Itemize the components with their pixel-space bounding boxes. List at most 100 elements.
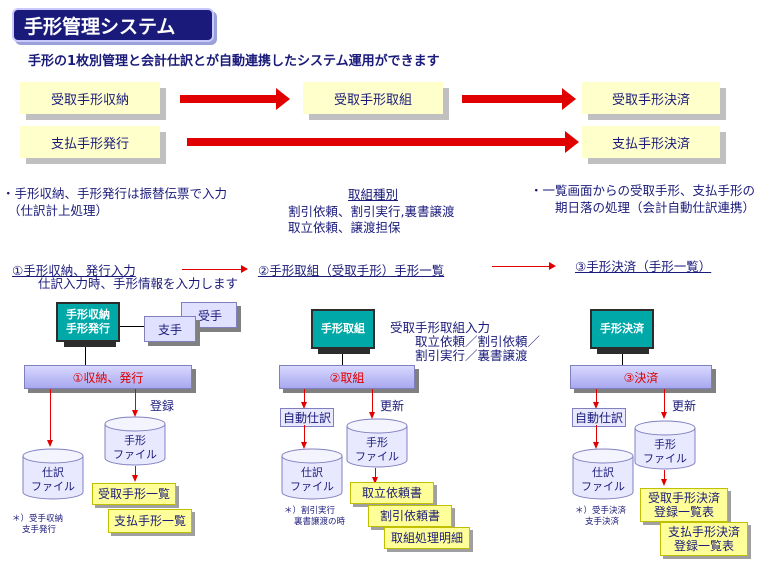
doc-recv-settle-list: 受取手形決済登録一覧表 [640,488,728,522]
cyl-text: 手形 [124,434,146,447]
note-right-1: ・一覧画面からの受取手形、支払手形の [530,183,756,198]
doc-label: 取組処理明細 [390,531,463,545]
arrow-to-journal-2 [301,425,307,449]
cyl-text: ファイル [643,452,687,465]
step-2-title: ②手形取組（受取手形）手形一覧 [258,263,445,278]
footnote-1a: ＊）受手収納 [12,514,64,524]
cyl-text: 仕訳 [592,466,614,479]
flow-arrow-2 [462,88,576,110]
doc-label: 登録一覧表 [653,505,714,519]
note-mid-1: 割引依頼、割引実行,裏書譲渡 [288,204,455,219]
journal-file-label-1: 仕訳ファイル [22,466,84,494]
recv-collect-label: 受取手形収納 [50,92,129,108]
flow-arrow-3 [187,131,579,153]
step-1-title: ①手形収納、発行入力 [12,263,136,278]
footnote-2a: ＊）割引実行 [284,506,336,516]
cyl-text: 手形 [654,438,676,451]
step-arrow-1 [182,265,248,273]
journal-file-label-3: 仕訳ファイル [572,466,634,494]
journal-file-cylinder-2 [281,448,343,500]
doc-label: 割引依頼書 [379,509,440,523]
cyl-text: ファイル [581,480,625,493]
auto-journal-label-2: 自動仕訳 [280,408,335,427]
step-arrow-2 [492,262,556,270]
monitor-settle: 手形決済 [590,309,654,349]
arrow-to-docs-1 [132,466,138,482]
doc-label: 登録一覧表 [673,539,734,553]
monitor-collect-issue: 手形収納手形発行 [56,302,120,342]
monitor-line-2: 手形発行 [66,322,110,335]
step-3-title: ③手形決済（手形一覧） [575,259,712,274]
recv-process-box: 受取手形取組 [303,82,443,114]
note-mid-2: 取立依頼、譲渡担保 [288,220,401,235]
subtitle: 手形の1枚別管理と会計仕訳とが自動連携したシステム運用ができます [28,54,440,69]
monitor-stand [64,342,116,347]
doc-label: 受取手形決済 [647,491,720,505]
process-input-head: 受取手形取組入力 [390,320,491,335]
cyl-text: ファイル [355,450,399,463]
pay-issue-label: 支払手形発行 [50,136,129,152]
doc-pay-list: 支払手形一覧 [108,509,192,533]
monitor-process: 手形取組 [311,309,375,349]
bill-file-label-2: 手形ファイル [346,436,408,464]
recv-settle-box: 受取手形決済 [582,82,720,114]
recv-settle-label: 受取手形決済 [611,92,690,108]
bill-file-label-3: 手形ファイル [634,438,696,466]
register-label: 登録 [150,399,175,413]
arrow-to-auto-3 [593,389,599,409]
connector-line [342,354,343,365]
cyl-text: ファイル [290,480,334,493]
arrow-to-docs-3 [661,470,667,486]
note-left-1: ・手形収納、手形発行は振替伝票で入力 [2,186,228,201]
doc-collection-request: 取立依頼書 [350,482,434,504]
cyl-text: 手形 [366,436,388,449]
recv-process-label: 受取手形取組 [333,92,412,108]
journal-file-cylinder-1 [22,448,84,500]
bill-file-cylinder-2 [346,418,408,468]
arrow-to-auto-2 [301,389,307,409]
flow-arrow-1 [180,88,290,110]
process-input-2: 割引実行／裏書譲渡 [415,348,528,363]
footnote-2b: 裏書譲渡の時 [294,517,346,527]
note-right-2: 期日落の処理（会計自動仕訳連携） [555,200,756,215]
pay-settle-box: 支払手形決済 [582,126,720,158]
monitor-stand [318,349,370,354]
doc-label: 支払手形一覧 [113,514,186,528]
card-pay: 支手 [144,316,196,342]
process-input-1: 取立依頼／割引依頼／ [415,334,541,349]
proc-process: ②取組 [279,365,415,389]
cyl-text: ファイル [31,480,75,493]
proc-collect-issue: ①収納、発行 [24,365,192,389]
doc-process-detail: 取組処理明細 [384,527,470,549]
doc-label: 取立依頼書 [361,486,422,500]
doc-recv-list: 受取手形一覧 [92,483,176,505]
doc-label: 支払手形決済 [667,525,740,539]
note-mid-head: 取組種別 [347,187,398,202]
arrow-to-docs-2 [372,468,378,484]
monitor-stand [597,349,649,354]
doc-pay-settle-list: 支払手形決済登録一覧表 [660,522,748,556]
recv-collect-box: 受取手形収納 [20,82,160,114]
arrow-to-bill-1 [132,389,138,417]
step-1-sub: 仕訳入力時、手形情報を入力します [38,276,239,291]
bill-file-cylinder-1 [104,416,166,466]
cyl-text: ファイル [113,448,157,461]
card-recv-label: 受手 [197,308,222,323]
bill-file-cylinder-3 [634,420,696,470]
page-title: 手形管理システム [12,8,214,42]
monitor-line-1: 手形収納 [66,308,110,321]
proc-3-label: ③決済 [623,370,659,385]
card-pay-label: 支手 [157,322,182,337]
proc-settle: ③決済 [570,365,712,389]
auto-journal-label-3: 自動仕訳 [572,408,627,427]
pay-settle-label: 支払手形決済 [611,136,690,152]
cyl-text: 仕訳 [42,466,64,479]
footnote-1b: 支手発行 [22,525,57,535]
connector-line [622,354,623,365]
footnote-3b: 支手決済 [585,517,620,527]
note-left-2: （仕訳計上処理） [8,203,109,218]
proc-2-label: ②取組 [329,370,365,385]
proc-1-label: ①収納、発行 [72,370,144,385]
doc-discount-request: 割引依頼書 [368,505,452,527]
connector-line [85,347,86,365]
